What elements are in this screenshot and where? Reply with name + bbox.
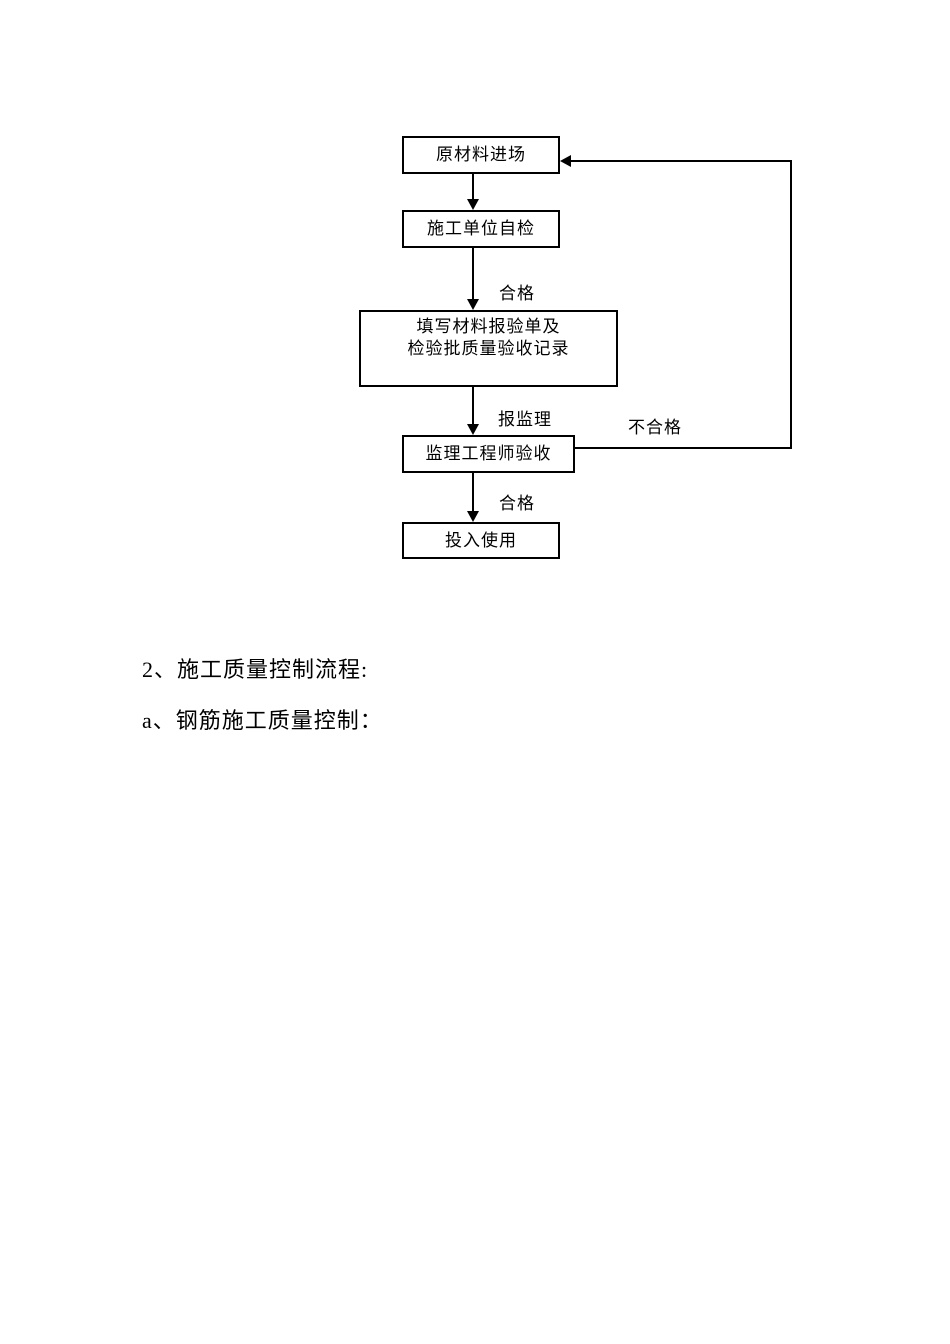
flow-box-put-into-use: 投入使用 [402, 522, 560, 559]
arrow-down-icon [467, 424, 479, 435]
connector-selfcheck-to-fillform [472, 248, 474, 300]
arrow-left-icon [560, 155, 571, 167]
edge-label-qualified-1: 合格 [499, 284, 535, 303]
arrow-down-icon [467, 299, 479, 310]
flowchart-material-quality-control: 原材料进场 施工单位自检 填写材料报验单及 检验批质量验收记录 监理工程师验收 … [0, 0, 950, 600]
edge-label-qualified-2: 合格 [499, 494, 535, 513]
flow-box-raw-material-entry: 原材料进场 [402, 136, 560, 174]
connector-fillform-to-supervisor [472, 387, 474, 425]
arrow-down-icon [467, 199, 479, 210]
arrow-down-icon [467, 511, 479, 522]
flow-box-supervising-engineer-acceptance: 监理工程师验收 [402, 435, 575, 473]
connector-loop-bottom [575, 447, 792, 449]
connector-loop-right [790, 160, 792, 449]
connector-loop-top [570, 160, 792, 162]
heading-construction-quality-control-process: 2、施工质量控制流程: [142, 657, 369, 682]
flow-box-label-line1: 填写材料报验单及 [416, 317, 561, 336]
flow-box-label: 填写材料报验单及 检验批质量验收记录 [408, 316, 570, 360]
flow-box-label: 监理工程师验收 [425, 444, 552, 463]
connector-raw-to-selfcheck [472, 174, 474, 201]
edge-label-not-qualified: 不合格 [628, 418, 682, 437]
flow-box-contractor-self-check: 施工单位自检 [402, 210, 560, 248]
edge-label-report-supervision: 报监理 [498, 410, 552, 429]
connector-supervisor-to-use [472, 473, 474, 512]
flow-box-label: 投入使用 [445, 530, 517, 550]
heading-rebar-construction-quality-control: a、钢筋施工质量控制： [142, 708, 383, 733]
flow-box-label: 施工单位自检 [427, 219, 535, 238]
flow-box-label-line2: 检验批质量验收记录 [407, 339, 570, 358]
flow-box-fill-inspection-form: 填写材料报验单及 检验批质量验收记录 [359, 310, 618, 387]
flow-box-label: 原材料进场 [436, 145, 526, 164]
